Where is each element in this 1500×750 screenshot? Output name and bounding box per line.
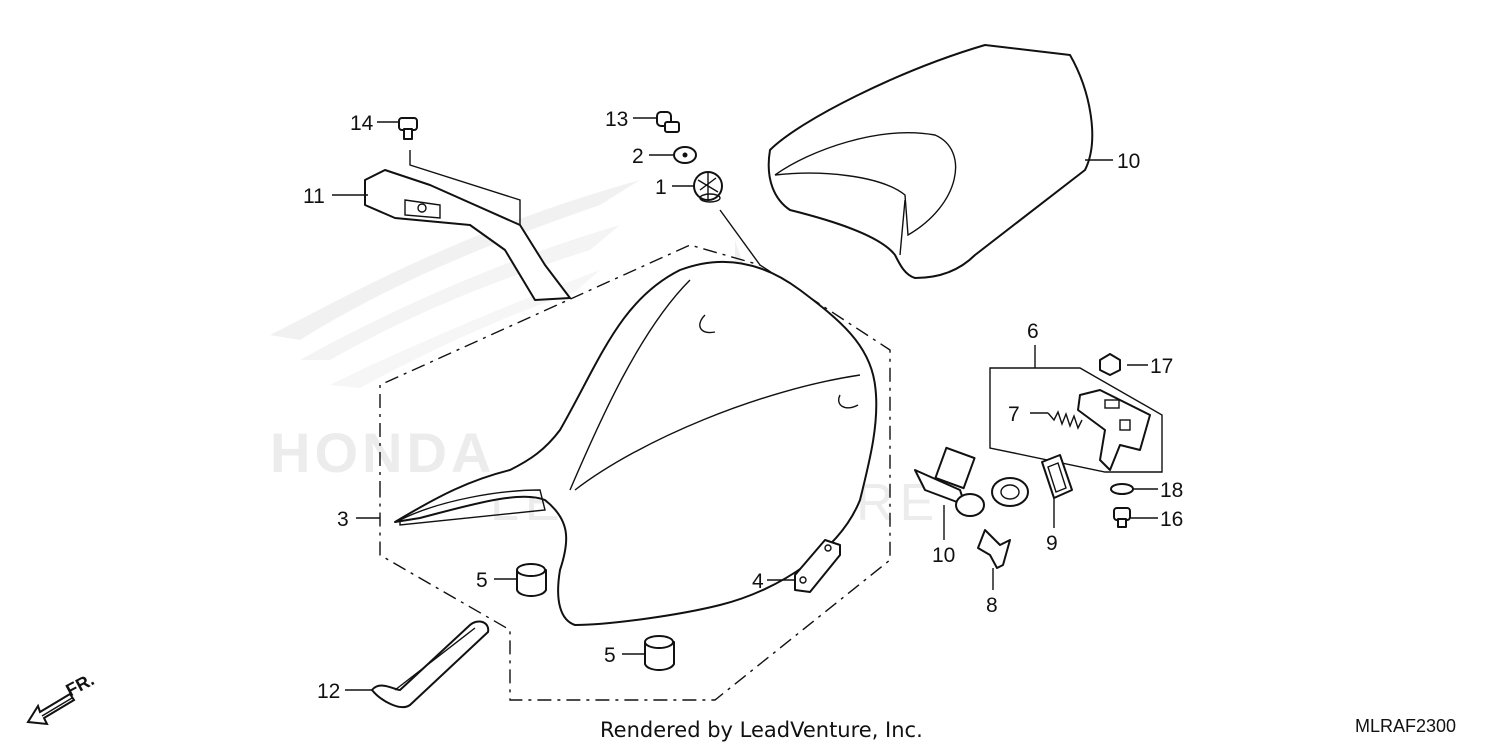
bolt-14-part	[656, 111, 680, 133]
washer-18-part	[1110, 483, 1134, 495]
cushion-5b-part	[644, 635, 675, 671]
pillion-seat-part	[767, 44, 1094, 279]
callout-14: 13	[605, 108, 628, 131]
key-cylinder-10-part	[914, 446, 1029, 517]
diagram-code: MLRAF2300	[1355, 716, 1457, 736]
clip-8-part	[977, 529, 1011, 569]
callout-15: 14	[350, 112, 374, 135]
gasket-9-part	[1041, 454, 1073, 499]
callout-13: 12	[317, 680, 340, 703]
callout-8: 8	[986, 594, 998, 617]
cushion-5a-part	[516, 563, 547, 597]
render-credit: Rendered by LeadVenture, Inc.	[600, 718, 923, 742]
strap-13-part	[371, 620, 490, 709]
lock-latch-part	[1077, 389, 1151, 471]
callout-1: 1	[655, 176, 667, 199]
bolt-16-part	[1113, 507, 1131, 528]
grommet-1-part	[693, 171, 723, 203]
seat-hook-4-part	[794, 539, 841, 593]
callout-4: 4	[752, 570, 764, 593]
nut-17-part	[1099, 353, 1121, 376]
lock-assembly-outline	[989, 367, 1163, 473]
callout-6: 6	[1027, 320, 1039, 343]
callout-11: 10	[1117, 150, 1140, 173]
callout-18: 18	[1160, 479, 1183, 502]
bolt-15-part	[398, 117, 418, 140]
callout-3: 3	[337, 508, 349, 531]
seat-bracket-part	[364, 150, 571, 301]
rider-seat-part	[394, 260, 878, 626]
callout-16: 16	[1160, 508, 1183, 531]
callout-leaders	[332, 117, 1158, 691]
callout-12: 11	[303, 185, 325, 208]
washer-2-part	[673, 146, 697, 164]
callout-10: 10	[932, 544, 955, 567]
callout-17: 17	[1150, 355, 1173, 378]
grommet-guide-line	[719, 209, 761, 266]
spring-7-part	[1047, 410, 1083, 430]
callout-5b: 5	[604, 644, 616, 667]
callout-5a: 5	[476, 569, 488, 592]
callout-7: 7	[1008, 403, 1020, 426]
callout-2: 2	[632, 145, 644, 168]
front-arrow-icon: FR.	[26, 669, 97, 726]
svg-text:HONDA: HONDA	[270, 421, 495, 484]
